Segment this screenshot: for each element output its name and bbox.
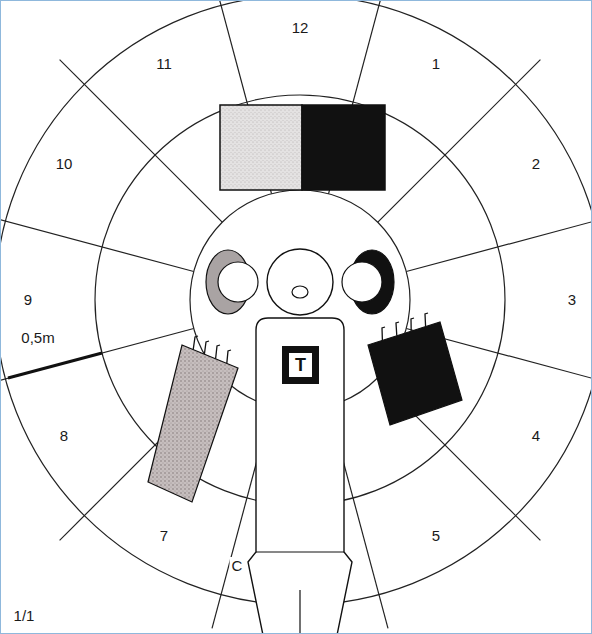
mouth — [292, 286, 308, 298]
hand — [342, 262, 382, 302]
waist-line — [256, 552, 344, 553]
clock-number: 8 — [58, 427, 70, 445]
ring-mark — [425, 313, 428, 327]
ring-mark — [193, 336, 198, 350]
ring-mark — [382, 327, 385, 340]
monitor-light-half — [220, 105, 302, 190]
ring-mark — [227, 350, 231, 363]
binder-rings — [193, 336, 231, 363]
sector-line — [378, 60, 541, 223]
binder-rings — [382, 313, 428, 340]
sector-line — [0, 212, 194, 272]
clock-number: 7 — [158, 527, 170, 545]
leg-divider — [299, 590, 300, 634]
clock-number: 3 — [566, 291, 578, 309]
ring-mark — [204, 341, 209, 354]
scale-label: 0,5m — [19, 329, 56, 347]
clock-number: 5 — [430, 527, 442, 545]
ring-mark — [396, 322, 399, 336]
sheet-number: 1/1 — [12, 607, 37, 625]
ring-mark — [216, 345, 220, 359]
clock-number: 11 — [154, 55, 174, 73]
clock-number: 12 — [290, 19, 311, 37]
document-dark — [368, 322, 462, 425]
sector-line — [60, 60, 223, 223]
position-letter: C — [230, 557, 245, 575]
scale-bar — [8, 353, 102, 378]
monitor-dark-half — [302, 105, 385, 190]
person-body — [248, 318, 352, 634]
clock-number: 2 — [530, 155, 542, 173]
tag-box: T — [282, 346, 319, 384]
sector-line — [406, 212, 592, 272]
person-head — [267, 249, 333, 315]
clock-number: 10 — [54, 155, 75, 173]
hand — [218, 262, 258, 302]
clock-number: 9 — [22, 291, 34, 309]
clock-number: 4 — [530, 427, 542, 445]
document-holder — [148, 345, 238, 502]
tag-letter: T — [288, 352, 313, 378]
ring-mark — [411, 318, 414, 331]
sector-line — [0, 329, 194, 389]
clock-number: 1 — [430, 55, 442, 73]
